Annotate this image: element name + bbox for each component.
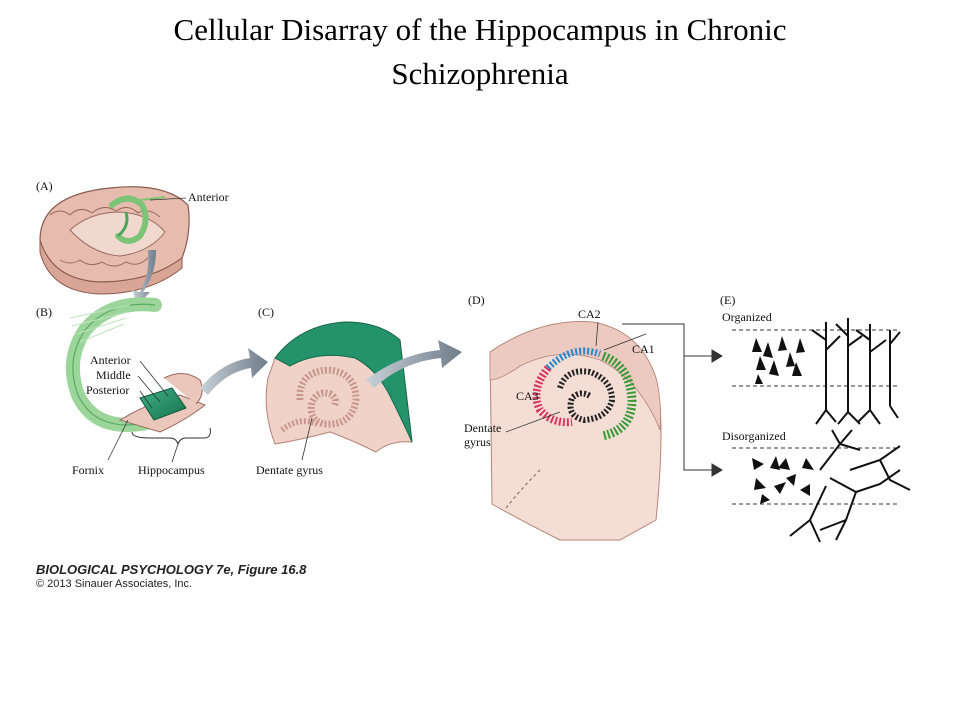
panel-b-hippocampus-label: Hippocampus [138, 463, 205, 477]
panel-b: (B) Anterior Middle Posterior Fornix Hip… [36, 297, 268, 477]
panel-e-disorganized-label: Disorganized [722, 429, 786, 443]
organized-neurons-illustration [732, 318, 901, 425]
panel-e-organized-label: Organized [722, 310, 772, 324]
slide-title: Cellular Disarray of the Hippocampus in … [0, 8, 960, 96]
panel-b-fornix-label: Fornix [72, 463, 104, 477]
panel-b-tag: (B) [36, 305, 52, 319]
panel-c: (C) Dentate gyrus [256, 305, 462, 477]
panel-d-tag: (D) [468, 293, 485, 307]
arrow-a-to-b [132, 250, 156, 305]
hippocampus-3d-illustration [65, 297, 206, 433]
panel-b-posterior-label: Posterior [86, 383, 129, 397]
panel-d-ca2-label: CA2 [578, 307, 601, 321]
connector-d-to-e [622, 323, 723, 477]
title-line-2: Schizophrenia [391, 56, 569, 91]
arrow-c-to-d [366, 340, 462, 388]
panel-c-tag: (C) [258, 305, 274, 319]
panel-d-dentate-label-2: gyrus [464, 435, 491, 449]
panel-d: (D) CA2 CA1 CA3 Dentate gyrus [464, 293, 662, 541]
panel-b-middle-label: Middle [96, 368, 131, 382]
panel-d-dentate-label-1: Dentate [464, 421, 501, 435]
credit-book: BIOLOGICAL PSYCHOLOGY 7e, Figure 16.8 [36, 562, 307, 577]
panel-c-dentate-label: Dentate gyrus [256, 463, 323, 477]
panel-d-ca1-label: CA1 [632, 342, 655, 356]
title-line-1: Cellular Disarray of the Hippocampus in … [173, 12, 787, 47]
disorganized-neurons-illustration [732, 429, 911, 543]
panel-d-ca3-label: CA3 [516, 389, 539, 403]
brain-slab-illustration [39, 186, 190, 295]
cross-section-illustration [265, 321, 413, 453]
panel-a-anterior-label: Anterior [188, 190, 229, 204]
panel-b-anterior-label: Anterior [90, 353, 131, 367]
credit-copyright: © 2013 Sinauer Associates, Inc. [36, 578, 193, 590]
ca-fields-illustration [489, 321, 662, 541]
panel-a: (A) Anterior [36, 179, 229, 305]
panel-a-tag: (A) [36, 179, 53, 193]
panel-e-tag: (E) [720, 293, 735, 307]
arrow-b-to-c [200, 348, 268, 395]
panel-e: (E) Organized Disorganized [720, 293, 911, 543]
figure-credit: BIOLOGICAL PSYCHOLOGY 7e, Figure 16.8 © … [36, 562, 306, 591]
